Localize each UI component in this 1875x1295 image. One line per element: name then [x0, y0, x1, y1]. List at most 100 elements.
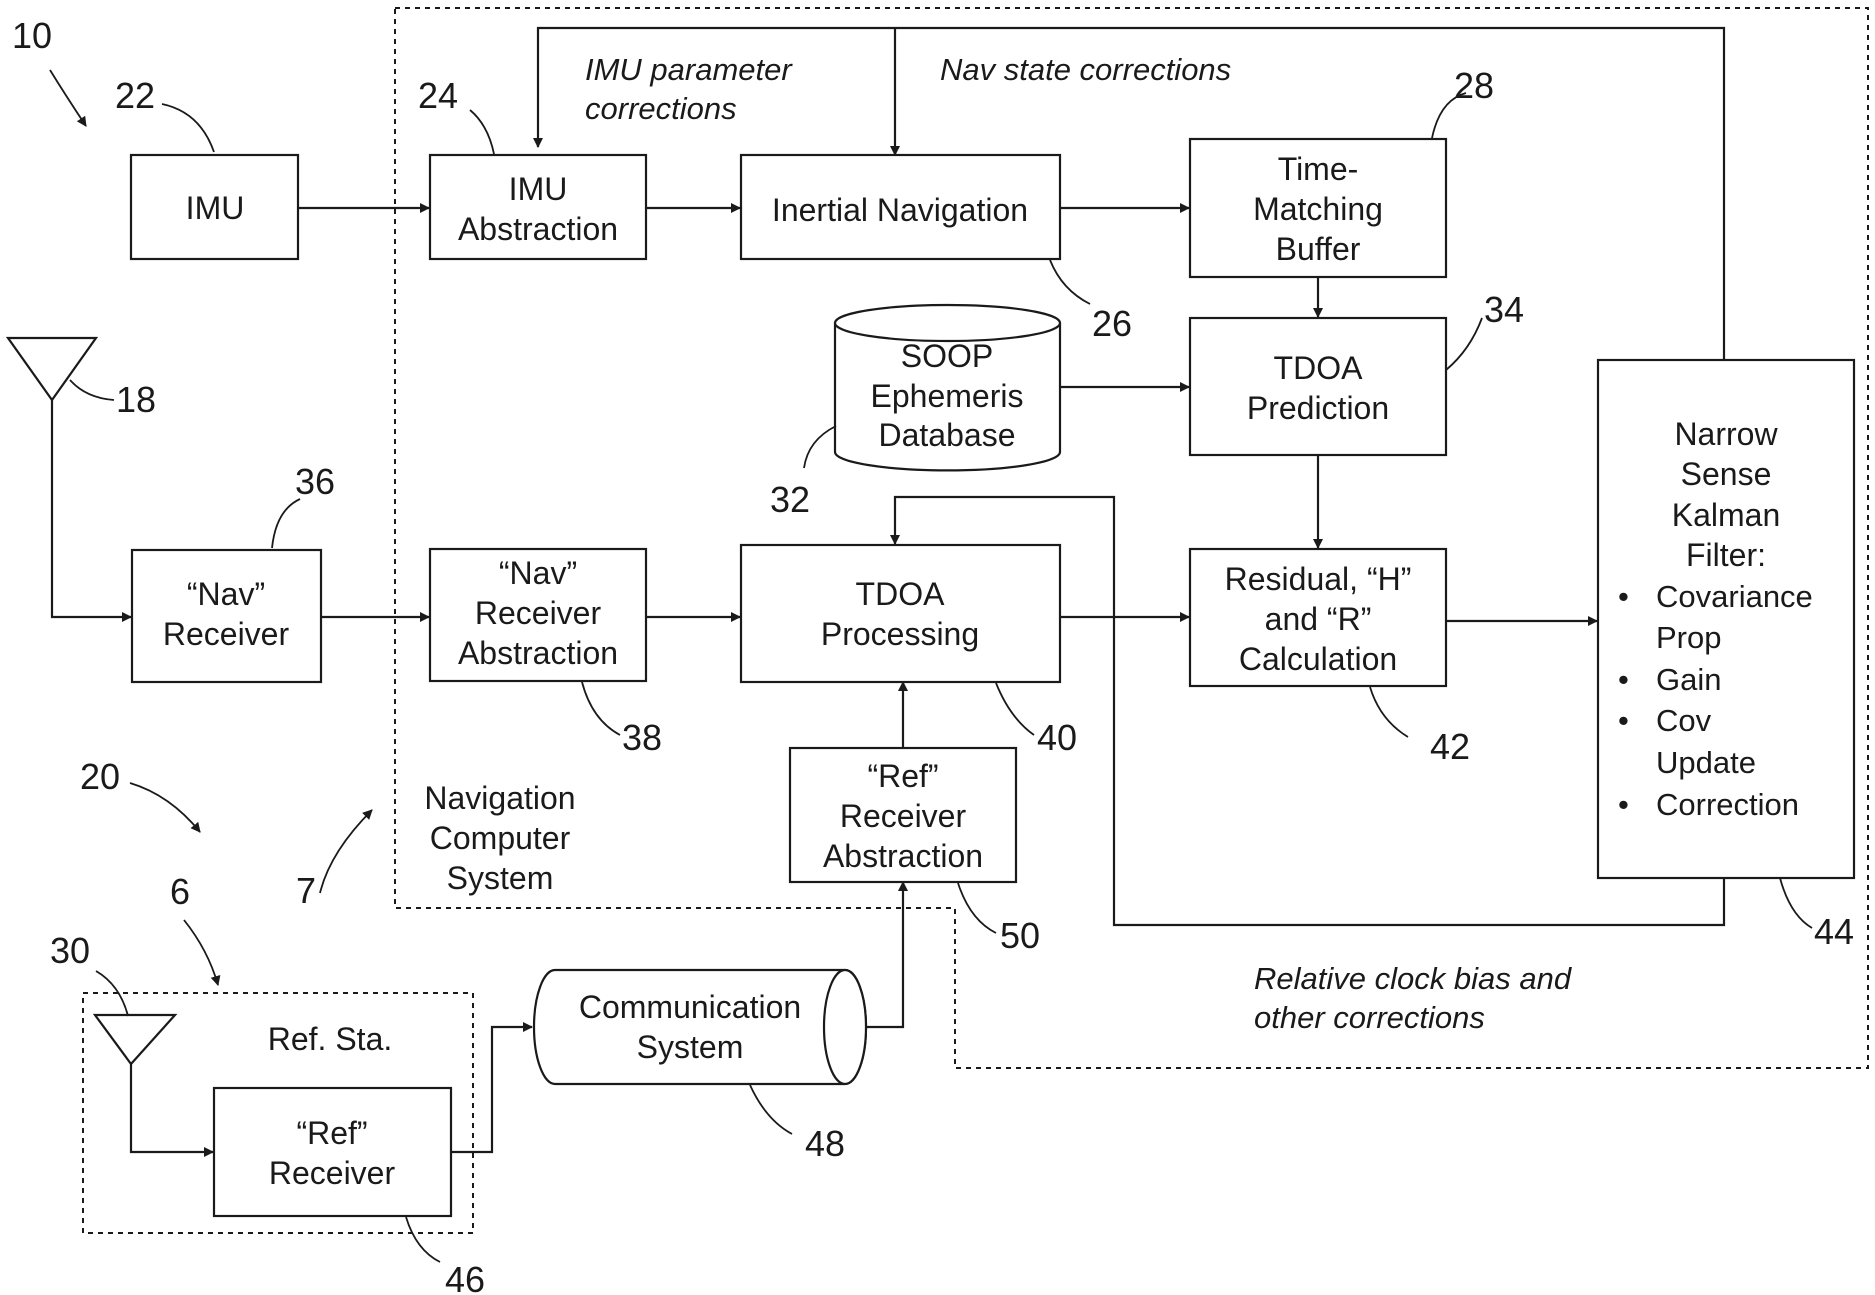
leader-44: [1779, 877, 1813, 929]
svg-text:TDOA: TDOA: [1274, 350, 1364, 386]
ref-receiver-to-comm-wire: [451, 1022, 533, 1154]
imu-parameter-corrections-label: IMU parameter: [585, 52, 793, 87]
svg-text:Receiver: Receiver: [269, 1155, 396, 1191]
ref-number-28: 28: [1454, 65, 1494, 106]
svg-text:Narrow: Narrow: [1674, 416, 1778, 452]
leader-18: [69, 379, 115, 401]
ref-number-10: 10: [12, 15, 52, 56]
ref-station-boundary: [82, 992, 474, 1234]
ref-antenna-icon: [92, 1013, 178, 1066]
leader-22: [161, 103, 215, 153]
nav-receiver-abstraction-block: “Nav” Receiver Abstraction: [428, 547, 648, 683]
imu-abstraction-block: IMU Abstraction: [428, 153, 648, 261]
ref-number-48: 48: [805, 1123, 845, 1164]
svg-text:Receiver: Receiver: [840, 798, 967, 834]
svg-text:System: System: [637, 1029, 744, 1065]
nav-state-corrections-label: Nav state corrections: [940, 52, 1231, 87]
imu-parameter-corrections-label: corrections: [585, 91, 737, 126]
svg-text:Buffer: Buffer: [1276, 231, 1361, 267]
ref-number-46: 46: [445, 1259, 485, 1295]
svg-text:IMU: IMU: [509, 171, 568, 207]
leader-48: [749, 1084, 793, 1135]
ref-number-34: 34: [1484, 289, 1524, 330]
svg-text:Communication: Communication: [579, 989, 801, 1025]
ref-number-22: 22: [115, 75, 155, 116]
leader-10: [49, 69, 87, 127]
svg-text:Prediction: Prediction: [1247, 390, 1389, 426]
leader-46: [405, 1216, 441, 1263]
nav-antenna-icon: [5, 336, 99, 402]
svg-text:Filter:: Filter:: [1686, 537, 1766, 573]
svg-text:TDOA: TDOA: [856, 576, 946, 612]
svg-text:Residual, “H”: Residual, “H”: [1225, 561, 1412, 597]
leader-36: [271, 498, 301, 549]
leader-28: [1431, 92, 1467, 139]
svg-text:Prop: Prop: [1656, 620, 1721, 655]
ref-number-42: 42: [1430, 726, 1470, 767]
ref-number-24: 24: [418, 75, 458, 116]
ref-number-44: 44: [1814, 911, 1854, 952]
time-matching-buffer-block: Time- Matching Buffer: [1188, 137, 1448, 279]
ref-number-18: 18: [116, 379, 156, 420]
svg-text:•: •: [1618, 787, 1629, 822]
svg-text:•: •: [1618, 703, 1629, 738]
ref-number-32: 32: [770, 479, 810, 520]
svg-text:Abstraction: Abstraction: [458, 635, 618, 671]
clock-bias-feedback: [890, 495, 1726, 927]
leader-42: [1369, 686, 1409, 738]
svg-text:IMU: IMU: [186, 190, 245, 226]
svg-text:Sense: Sense: [1681, 456, 1772, 492]
svg-text:“Nav”: “Nav”: [499, 555, 577, 591]
leader-26: [1049, 259, 1091, 305]
nav-state-corrections-feedback: [533, 26, 1726, 360]
ref-number-36: 36: [295, 461, 335, 502]
svg-text:•: •: [1618, 579, 1629, 614]
ref-number-26: 26: [1092, 303, 1132, 344]
svg-text:“Ref”: “Ref”: [296, 1115, 367, 1151]
svg-text:Cov: Cov: [1656, 703, 1712, 738]
clock-bias-corrections-label: other corrections: [1254, 1000, 1485, 1035]
svg-text:Kalman: Kalman: [1672, 497, 1781, 533]
leader-30: [95, 970, 129, 1017]
navigation-computer-label: Navigation: [424, 780, 575, 816]
leader-20: [129, 782, 201, 833]
tdoa-prediction-block: TDOA Prediction: [1188, 316, 1448, 457]
comm-to-ref-abstraction-wire: [866, 881, 908, 1029]
leader-50: [957, 882, 997, 934]
leader-6: [183, 919, 221, 986]
ref-station-label: Ref. Sta.: [268, 1021, 393, 1057]
svg-text:Receiver: Receiver: [163, 616, 290, 652]
svg-text:Ephemeris: Ephemeris: [871, 378, 1024, 414]
svg-text:Matching: Matching: [1253, 191, 1383, 227]
ref-number-7: 7: [296, 870, 316, 911]
residual-calculation-block: Residual, “H” and “R” Calculation: [1188, 547, 1448, 688]
ref-number-40: 40: [1037, 717, 1077, 758]
tdoa-processing-block: TDOA Processing: [739, 543, 1062, 684]
leader-24: [469, 109, 495, 155]
ref-number-30: 30: [50, 930, 90, 971]
leader-40: [995, 682, 1035, 736]
leader-7: [319, 809, 373, 894]
navigation-computer-label: System: [447, 860, 554, 896]
svg-text:Receiver: Receiver: [475, 595, 602, 631]
leader-34: [1445, 317, 1483, 371]
svg-text:Covariance: Covariance: [1656, 579, 1813, 614]
svg-text:“Ref”: “Ref”: [867, 758, 938, 794]
svg-text:Update: Update: [1656, 745, 1756, 780]
svg-text:Inertial Navigation: Inertial Navigation: [772, 192, 1028, 228]
svg-text:Processing: Processing: [821, 616, 979, 652]
svg-text:Database: Database: [879, 417, 1016, 453]
inertial-navigation-block: Inertial Navigation: [739, 153, 1062, 261]
ref-number-6: 6: [170, 871, 190, 912]
svg-text:Abstraction: Abstraction: [458, 211, 618, 247]
ref-number-50: 50: [1000, 915, 1040, 956]
leader-32: [803, 425, 837, 469]
svg-text:“Nav”: “Nav”: [187, 576, 265, 612]
ref-receiver-block: “Ref” Receiver: [212, 1086, 453, 1218]
ref-antenna-to-receiver-wire: [129, 1064, 214, 1157]
svg-text:Correction: Correction: [1656, 787, 1799, 822]
soop-ephemeris-database: SOOP Ephemeris Database: [833, 303, 1062, 472]
ref-number-20: 20: [80, 756, 120, 797]
ref-receiver-abstraction-block: “Ref” Receiver Abstraction: [788, 746, 1018, 884]
